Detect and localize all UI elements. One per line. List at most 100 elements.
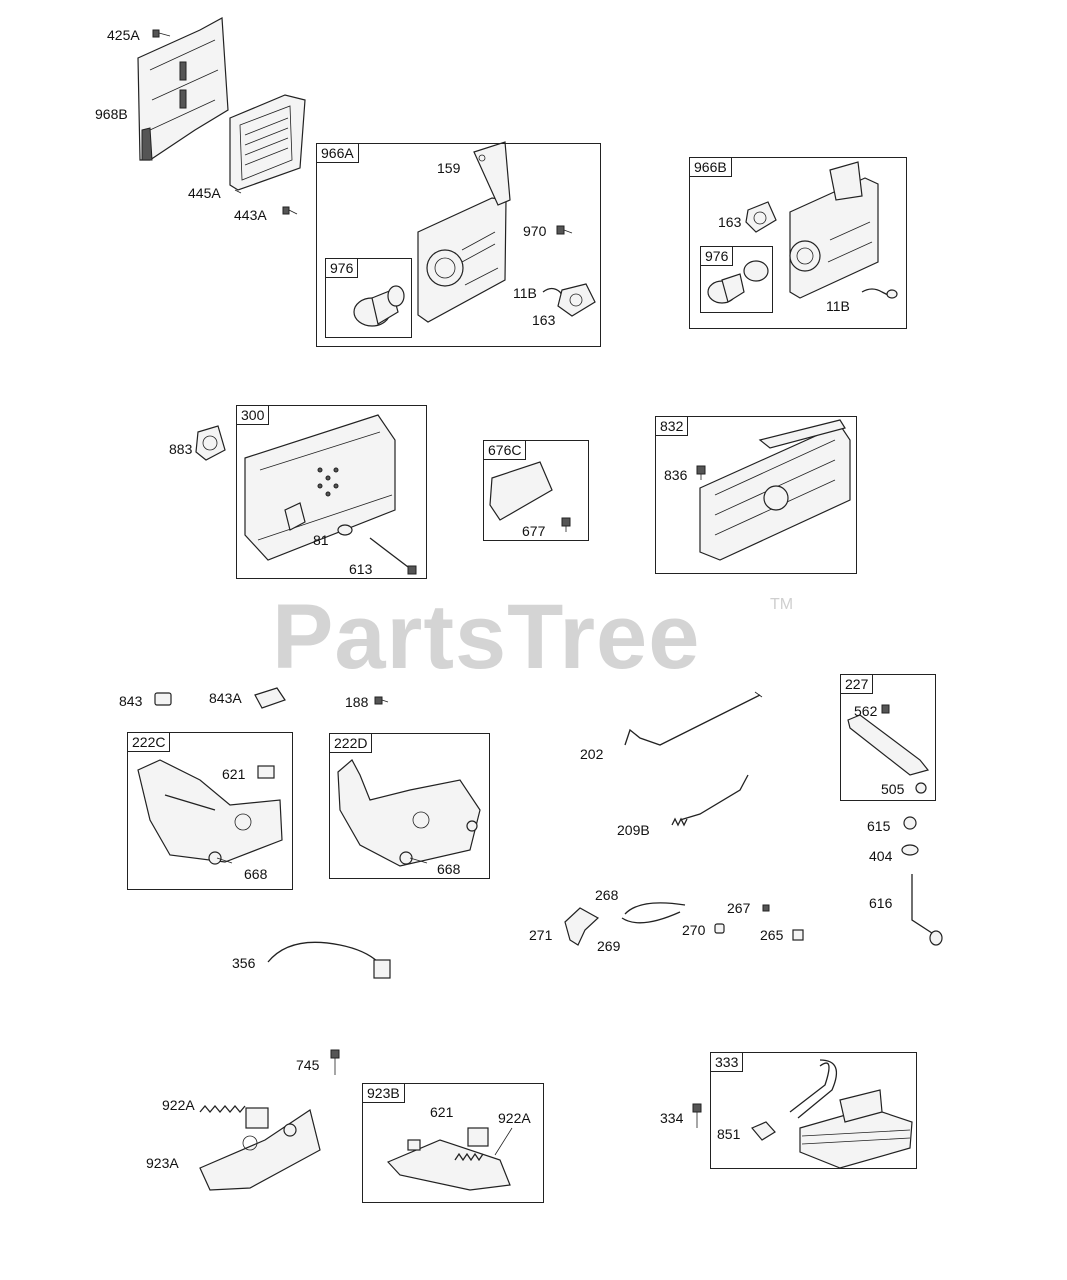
- box-label-300: 300: [236, 405, 270, 425]
- part-label-923a[interactable]: 923A: [146, 1155, 179, 1171]
- clip-621-a-drawing: [257, 765, 275, 779]
- part-label-505[interactable]: 505: [881, 781, 905, 797]
- part-label-271[interactable]: 271: [529, 927, 553, 943]
- frame-333: [710, 1052, 917, 1169]
- control-bracket-222d-drawing: [337, 759, 481, 867]
- part-label-562[interactable]: 562: [854, 703, 878, 719]
- control-bracket-222c-drawing: [137, 759, 283, 865]
- screw-745-drawing: [330, 1049, 340, 1075]
- box-label-976-b: 976: [700, 246, 734, 266]
- control-plate-923a-drawing: [199, 1107, 321, 1191]
- part-label-616[interactable]: 616: [869, 895, 893, 911]
- frame-976-b: [700, 246, 773, 313]
- frame-966a: [316, 143, 601, 347]
- part-label-269[interactable]: 269: [597, 938, 621, 954]
- part-label-843a[interactable]: 843A: [209, 690, 242, 706]
- box-label-227: 227: [840, 674, 874, 694]
- elbow-11b-b-drawing: [861, 288, 898, 299]
- part-label-922a-b[interactable]: 922A: [498, 1110, 531, 1126]
- part-label-209b[interactable]: 209B: [617, 822, 650, 838]
- trademark-symbol: TM: [770, 596, 794, 613]
- part-label-163-a[interactable]: 163: [532, 312, 556, 328]
- wire-356-drawing: [267, 941, 391, 979]
- frame-966b: [689, 157, 907, 329]
- frame-222d: [329, 733, 490, 879]
- ignition-coil-drawing: [789, 1059, 913, 1169]
- part-label-334[interactable]: 334: [660, 1110, 684, 1126]
- screw-267-drawing: [762, 904, 770, 912]
- muffler-guard-drawing: [699, 419, 851, 561]
- part-label-270[interactable]: 270: [682, 922, 706, 938]
- washer-81-drawing: [337, 524, 353, 536]
- part-label-668-b[interactable]: 668: [437, 861, 461, 877]
- part-label-81[interactable]: 81: [313, 532, 329, 548]
- part-label-11b-b[interactable]: 11B: [826, 298, 850, 314]
- part-label-163-b[interactable]: 163: [718, 214, 742, 230]
- spring-209b-drawing: [671, 774, 749, 827]
- box-label-676c: 676C: [483, 440, 527, 460]
- governor-link-202-drawing: [624, 691, 763, 746]
- clip-843-drawing: [154, 692, 172, 706]
- frame-676c: [483, 440, 589, 541]
- breather-976-a-drawing: [353, 285, 405, 327]
- rod-616-drawing: [911, 874, 943, 946]
- part-label-425a[interactable]: 425A: [107, 27, 140, 43]
- part-label-267[interactable]: 267: [727, 900, 751, 916]
- heat-shield-676c-drawing: [489, 461, 553, 521]
- clip-851-drawing: [751, 1121, 776, 1141]
- frame-300: [236, 405, 427, 579]
- part-label-968b[interactable]: 968B: [95, 106, 128, 122]
- frame-227: [840, 674, 936, 801]
- part-label-922a-a[interactable]: 922A: [162, 1097, 195, 1113]
- gasket-163-b-drawing: [745, 201, 777, 233]
- control-plate-923b-drawing: [386, 1127, 511, 1191]
- clip-265-drawing: [792, 929, 804, 941]
- box-label-923b: 923B: [362, 1083, 405, 1103]
- lever-227-drawing: [847, 704, 930, 794]
- part-label-188[interactable]: 188: [345, 694, 369, 710]
- washer-404-drawing: [901, 844, 919, 856]
- part-label-443a[interactable]: 443A: [234, 207, 267, 223]
- box-label-966b: 966B: [689, 157, 732, 177]
- part-label-843[interactable]: 843: [119, 693, 143, 709]
- part-label-265[interactable]: 265: [760, 927, 784, 943]
- elbow-11b-a-drawing: [542, 287, 566, 301]
- gasket-883-drawing: [195, 425, 226, 461]
- screw-188-drawing: [374, 696, 389, 705]
- part-label-745[interactable]: 745: [296, 1057, 320, 1073]
- box-label-333: 333: [710, 1052, 744, 1072]
- part-label-668-a[interactable]: 668: [244, 866, 268, 882]
- frame-923b: [362, 1083, 544, 1203]
- box-label-222d: 222D: [329, 733, 373, 753]
- part-label-621-b[interactable]: 621: [430, 1104, 454, 1120]
- part-label-851[interactable]: 851: [717, 1126, 741, 1142]
- clip-843a-drawing: [254, 687, 286, 709]
- nut-615-drawing: [903, 816, 917, 830]
- part-label-445a[interactable]: 445A: [188, 185, 221, 201]
- frame-222c: [127, 732, 293, 890]
- part-label-404[interactable]: 404: [869, 848, 893, 864]
- part-label-883[interactable]: 883: [169, 441, 193, 457]
- bolt-613-drawing: [369, 537, 417, 575]
- part-label-677[interactable]: 677: [522, 523, 546, 539]
- part-label-268[interactable]: 268: [595, 887, 619, 903]
- air-filter-drawing: [229, 94, 306, 191]
- cable-268-drawing: [621, 902, 686, 924]
- air-cleaner-base-966a-drawing: [417, 141, 511, 323]
- part-label-11b-a[interactable]: 11B: [513, 285, 537, 301]
- screw-836-drawing: [696, 465, 706, 480]
- part-label-970[interactable]: 970: [523, 223, 547, 239]
- screw-334-drawing: [692, 1103, 702, 1128]
- part-label-202[interactable]: 202: [580, 746, 604, 762]
- part-label-356[interactable]: 356: [232, 955, 256, 971]
- part-label-159[interactable]: 159: [437, 160, 461, 176]
- part-label-613[interactable]: 613: [349, 561, 373, 577]
- box-label-966a: 966A: [316, 143, 359, 163]
- part-label-621-a[interactable]: 621: [222, 766, 246, 782]
- breather-976-b-drawing: [707, 260, 769, 304]
- screw-443a-drawing: [282, 206, 298, 215]
- frame-832: [655, 416, 857, 574]
- part-label-836[interactable]: 836: [664, 467, 688, 483]
- part-label-615[interactable]: 615: [867, 818, 891, 834]
